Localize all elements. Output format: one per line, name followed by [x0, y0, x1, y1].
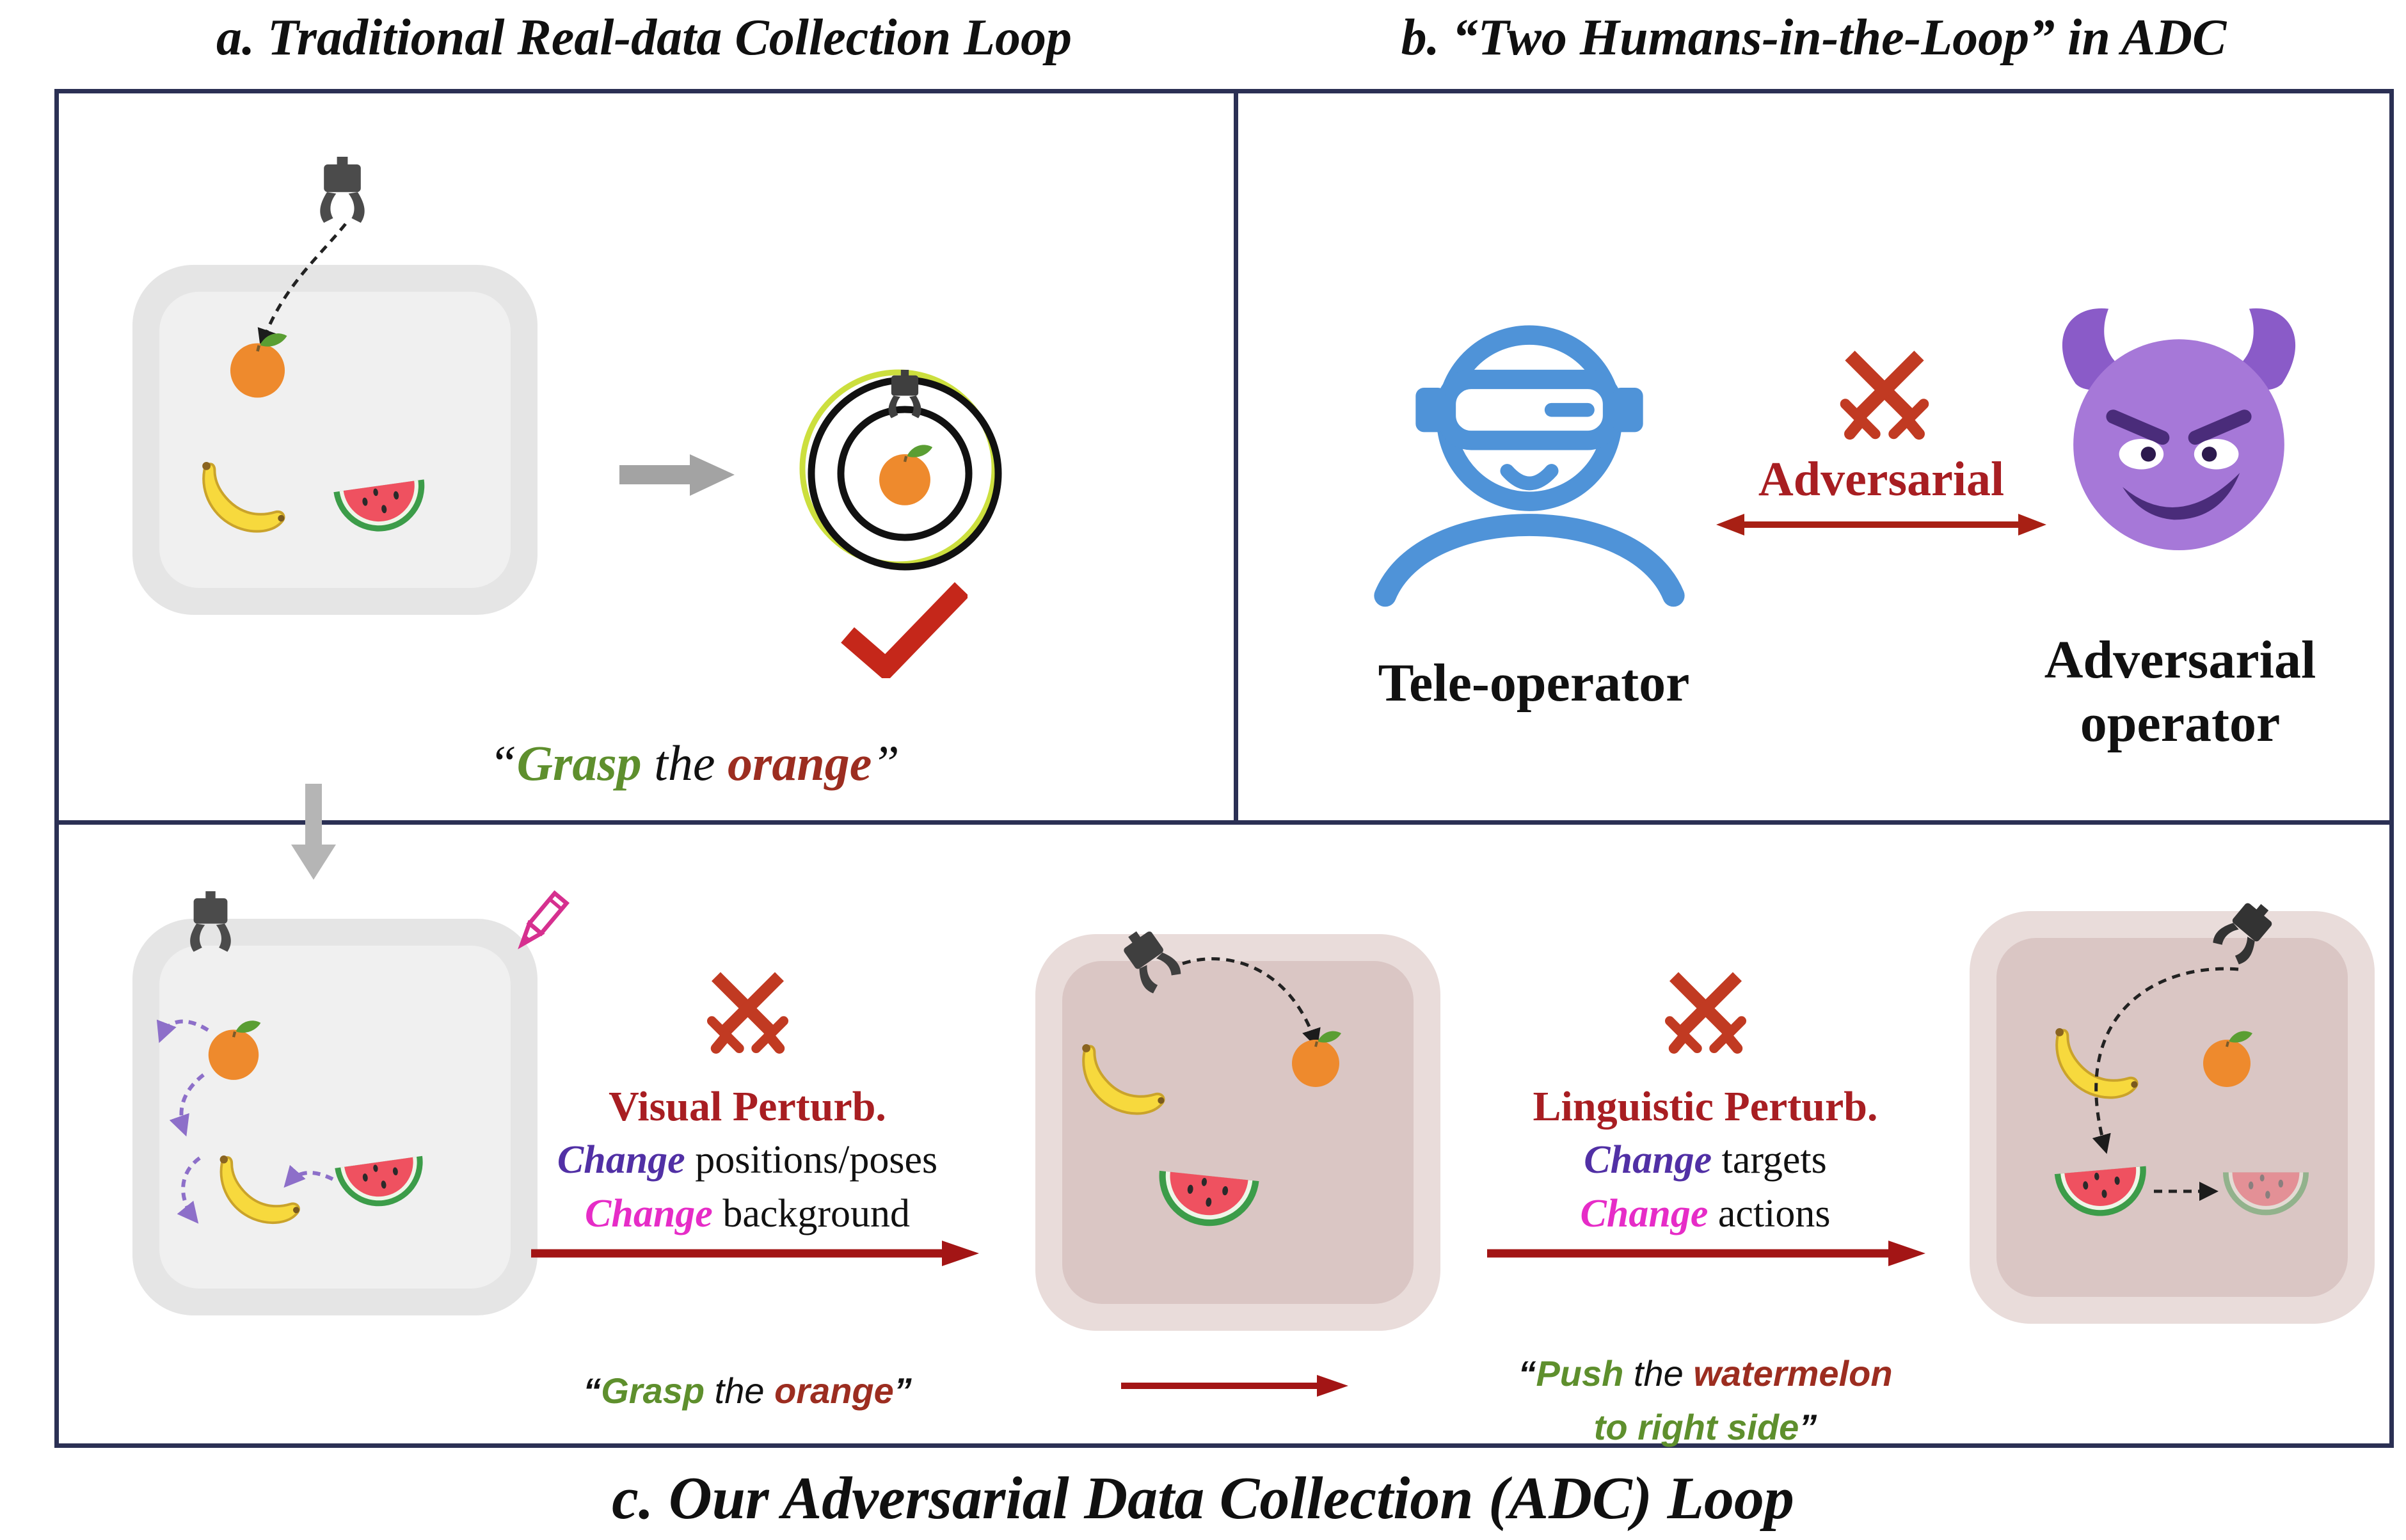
change-word: Change: [557, 1138, 685, 1182]
banana-icon: [190, 441, 292, 544]
change-rest: actions: [1708, 1192, 1831, 1235]
adversarial-double-arrow: [1716, 514, 2046, 536]
tabletop-tray-c-left: [132, 919, 538, 1315]
close-quote: ”: [1799, 1407, 1817, 1447]
teleoperator-label: Tele-operator: [1378, 653, 1690, 713]
noun-orange: orange: [774, 1370, 894, 1411]
verb-grasp: Grasp: [516, 735, 642, 791]
divider-vertical: [1234, 89, 1238, 820]
noun-orange: orange: [727, 735, 872, 791]
watermelon-ghost-icon: [2219, 1159, 2313, 1225]
change-word: Change: [584, 1192, 713, 1235]
tray-c-right-surface: [1996, 938, 2348, 1297]
banana-icon: [1070, 1024, 1172, 1126]
caption-mid-text: the: [641, 735, 728, 791]
close-quote: ”: [872, 735, 900, 791]
tabletop-tray-c-right: [1970, 911, 2375, 1324]
linguistic-change-line1: Change targets: [1465, 1138, 1945, 1183]
push-target-phrase: to right side: [1593, 1407, 1799, 1447]
verb-grasp: Grasp: [601, 1370, 705, 1411]
caption-mid-text: the: [705, 1370, 775, 1411]
tray-a-surface: [159, 292, 511, 588]
down-block-arrow: [291, 784, 336, 880]
adversarial-swords-icon: [695, 960, 801, 1065]
open-quote: “: [489, 735, 517, 791]
change-word: Change: [1584, 1138, 1712, 1182]
panel-a-title: a. Traditional Real-data Collection Loop: [216, 10, 1072, 66]
adversarial-swords-icon: [1653, 960, 1758, 1065]
adversarial-operator-line1: Adversarial: [2044, 630, 2316, 690]
close-quote: ”: [893, 1370, 912, 1411]
caption-line1: “Push the watermelon: [1465, 1347, 1945, 1401]
success-check-icon: [841, 582, 968, 678]
panel-c-title: c. Our Adversarial Data Collection (ADC)…: [612, 1465, 1794, 1532]
adversarial-operator-label: Adversarial operator: [1985, 628, 2375, 755]
caption-push-watermelon: “Push the watermelon to right side”: [1465, 1347, 1945, 1454]
visual-change-line1: Change positions/poses: [507, 1138, 987, 1183]
instruction-arrow: [1121, 1375, 1348, 1397]
tabletop-tray-a: [132, 265, 538, 615]
caption-grasp-orange-c: “Grasp the orange”: [555, 1364, 939, 1418]
panel-b-title: b. “Two Humans-in-the-Loop” in ADC: [1401, 10, 2227, 66]
adversarial-swords-icon: [1827, 337, 1942, 452]
figure-border: [54, 89, 2394, 1448]
watermelon-icon: [328, 465, 436, 548]
push-path-dashed-arrow: [2092, 967, 2239, 1154]
approach-dashed-arrow: [257, 223, 347, 349]
visual-perturb-arrow: [531, 1241, 979, 1266]
caption-line2: to right side”: [1465, 1401, 1945, 1454]
caption-grasp-orange-a: “Grasp the orange”: [256, 734, 1133, 792]
change-rest: targets: [1712, 1138, 1827, 1182]
tray-c-mid-surface: [1062, 961, 1414, 1304]
tray-c-left-surface: [159, 946, 511, 1289]
tabletop-tray-c-mid: [1035, 934, 1440, 1331]
adversarial-devil-icon: [2038, 299, 2320, 557]
open-quote: “: [1518, 1353, 1536, 1393]
orange-icon: [221, 326, 294, 400]
orange-icon: [1284, 1025, 1348, 1089]
linguistic-perturb-arrow: [1487, 1241, 1925, 1266]
linguistic-perturb-heading: Linguistic Perturb.: [1533, 1083, 1878, 1130]
approach-dashed-arrow: [1182, 957, 1321, 1049]
perturbation-motion-arrows: [156, 1019, 334, 1224]
gripper-icon: [175, 891, 246, 962]
open-quote: “: [583, 1370, 602, 1411]
verb-push: Push: [1536, 1353, 1624, 1393]
grasp-target-icon: [799, 369, 1002, 571]
visual-change-line2: Change background: [507, 1191, 987, 1237]
push-dashed-arrow: [2154, 1182, 2219, 1201]
adversarial-operator-line2: operator: [2080, 694, 2281, 754]
divider-horizontal: [54, 820, 2394, 825]
right-block-arrow: [619, 454, 735, 496]
caption-mid-text: the: [1623, 1353, 1694, 1393]
linguistic-change-line2: Change actions: [1465, 1191, 1945, 1237]
change-rest: positions/poses: [685, 1138, 938, 1182]
change-word: Change: [1580, 1192, 1709, 1235]
change-rest: background: [712, 1192, 911, 1235]
adversarial-label: Adversarial: [1758, 452, 2005, 506]
noun-watermelon: watermelon: [1693, 1353, 1893, 1393]
edit-pencil-icon: [506, 887, 576, 957]
watermelon-icon: [1149, 1155, 1265, 1242]
visual-perturb-heading: Visual Perturb.: [609, 1083, 886, 1130]
teleoperator-vr-icon: [1363, 301, 1696, 608]
